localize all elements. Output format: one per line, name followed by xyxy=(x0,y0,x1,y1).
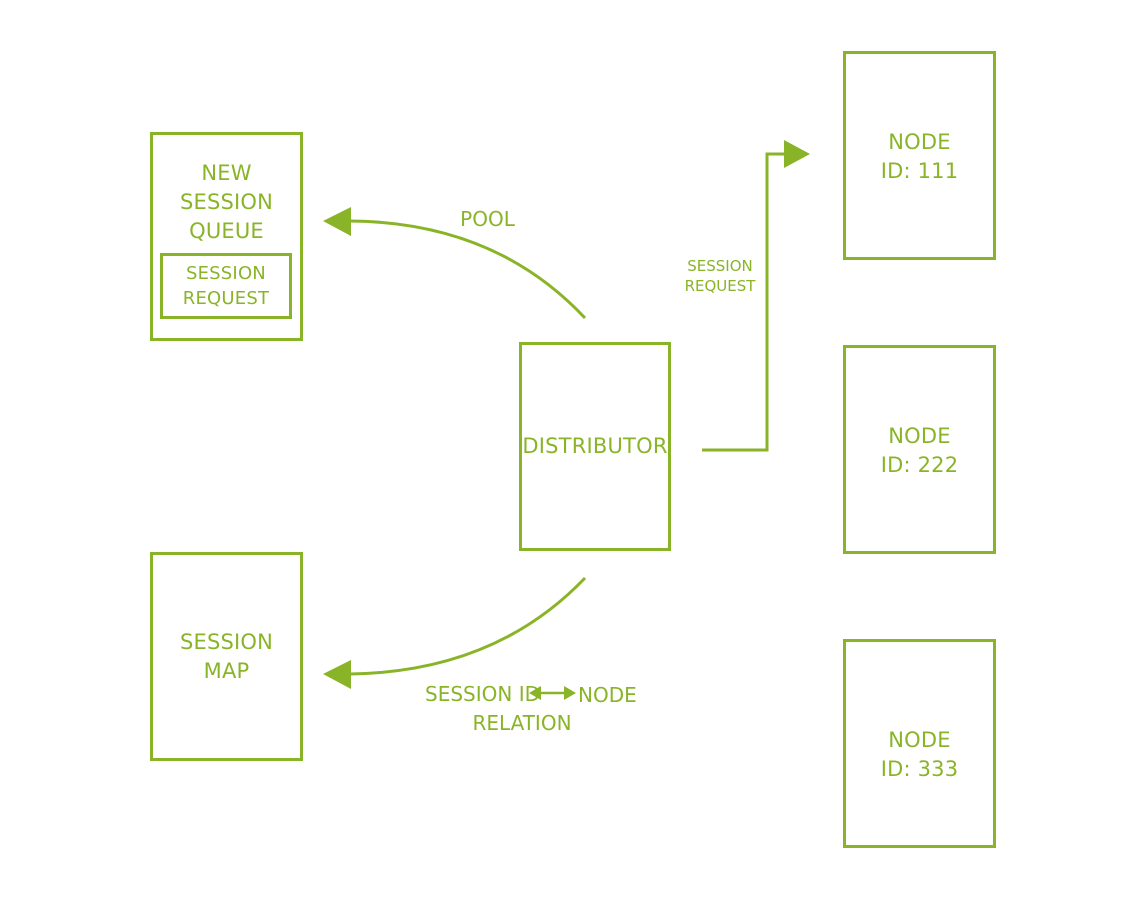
new-session-queue-label: NEW SESSION QUEUE xyxy=(179,161,274,243)
distributor-box: DISTRIBUTOR xyxy=(519,342,671,551)
new-session-queue-box: NEW SESSION QUEUE xyxy=(150,132,303,341)
session-map-label: SESSION MAP xyxy=(179,629,274,683)
node-label-222: NODE ID: 222 xyxy=(880,424,959,477)
session-request-edge xyxy=(702,152,785,452)
pool-edge xyxy=(349,219,587,320)
distributor-label: DISTRIBUTOR xyxy=(522,434,668,458)
node-box-222: NODE ID: 222 xyxy=(843,345,996,554)
node-box-111: NODE ID: 111 xyxy=(843,51,996,260)
session-request-inner-box: SESSION REQUEST xyxy=(160,253,292,319)
relation-bottom-label: RELATION xyxy=(472,711,572,735)
relation-arrow-left-head xyxy=(529,686,541,700)
relation-left-label: SESSION ID xyxy=(425,682,540,706)
node-label-111: NODE ID: 111 xyxy=(880,130,959,183)
relation-right-label: NODE xyxy=(578,683,637,707)
pool-arrowhead xyxy=(323,207,351,236)
node-label-333: NODE ID: 333 xyxy=(880,728,959,781)
session-request-arrowhead xyxy=(784,140,810,168)
session-map-box: SESSION MAP xyxy=(150,552,303,761)
node-box-333: NODE ID: 333 xyxy=(843,639,996,848)
session-request-edge-label: SESSION REQUEST xyxy=(684,257,756,295)
session-request-inner-label: SESSION REQUEST xyxy=(182,263,270,309)
relation-arrow-right-head xyxy=(564,686,576,700)
pool-label: POOL xyxy=(460,207,515,231)
session-map-arrowhead xyxy=(323,660,351,689)
session-map-edge xyxy=(349,576,587,676)
